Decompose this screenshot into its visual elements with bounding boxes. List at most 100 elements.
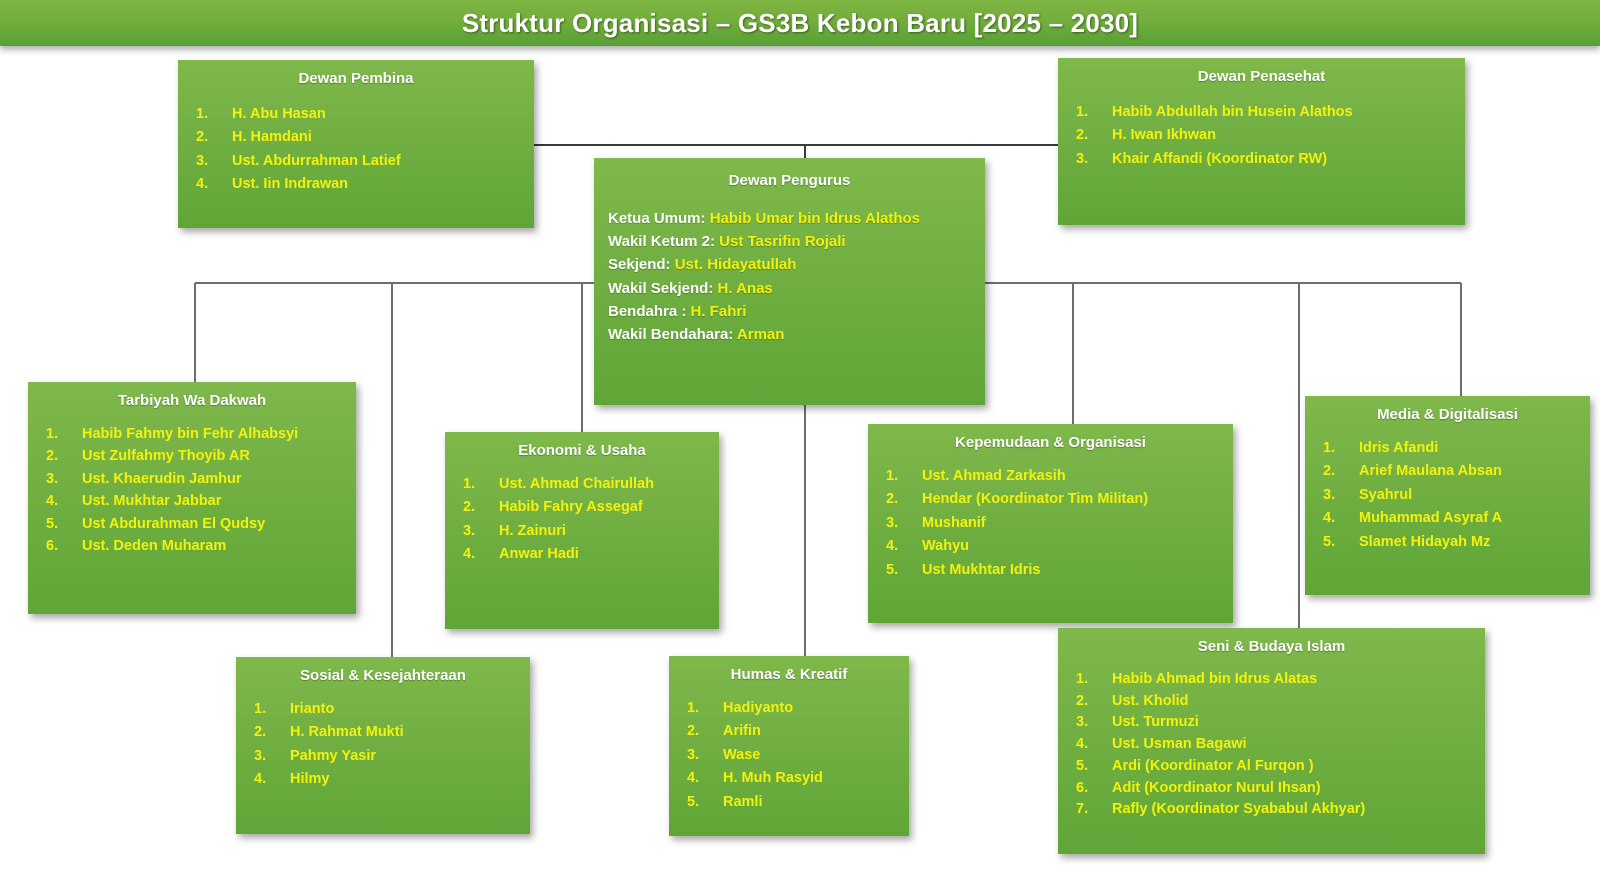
node-dewan-pengurus[interactable]: Dewan Pengurus Ketua Umum: Habib Umar bi… [594, 158, 985, 405]
member-item: 5.Ramli [687, 791, 895, 814]
member-name: Syahrul [1359, 486, 1413, 503]
role-item: Wakil Sekjend: H. Anas [608, 277, 971, 300]
member-item: 1.Idris Afandi [1323, 437, 1576, 460]
member-name: Anwar Hadi [499, 546, 579, 563]
role-holder-name: Habib Umar bin Idrus Alathos [709, 209, 920, 227]
member-name: Rafly (Koordinator Syababul Akhyar) [1112, 801, 1366, 818]
member-item: 1. Habib Abdullah bin Husein Alathos [1076, 101, 1451, 124]
member-item: 3.H. Zainuri [463, 520, 705, 543]
member-name: Pahmy Yasir [290, 747, 376, 764]
role-holder-name: H. Fahri [690, 302, 747, 320]
member-name: Habib Fahry Assegaf [499, 499, 643, 516]
member-index: 2. [886, 491, 899, 508]
member-name: Arief Maulana Absan [1359, 463, 1502, 480]
member-name: H. Hamdani [232, 129, 312, 146]
member-item: 5.Ardi (Koordinator Al Furqon ) [1076, 756, 1471, 778]
member-item: 3. Syahrul [1323, 484, 1576, 507]
member-item: 3. Pahmy Yasir [254, 745, 516, 768]
node-title: Humas & Kreatif [730, 666, 848, 683]
member-name: Hendar (Koordinator Tim Militan) [922, 491, 1149, 508]
member-name: Mushanif [922, 514, 986, 531]
member-index: 3. [1323, 486, 1336, 503]
role-label: Wakil Sekjend: [608, 279, 718, 297]
node-media-digitalisasi[interactable]: Media & Digitalisasi 1.Idris Afandi 2. Ari… [1305, 396, 1590, 595]
member-item: 6.Adit (Koordinator Nurul Ihsan) [1076, 778, 1471, 800]
member-item: 3.Ust. Turmuzi [1076, 712, 1471, 734]
role-label: Ketua Umum: [608, 209, 710, 227]
node-title: Kepemudaan & Organisasi [955, 434, 1146, 451]
member-item: 2. Ust Zulfahmy Thoyib AR [46, 445, 342, 467]
member-index: 3. [463, 522, 476, 539]
role-holder-name: Ust Tasrifin Rojali [719, 233, 846, 250]
member-index: 4. [254, 771, 267, 788]
member-item: 7.Rafly (Koordinator Syababul Akhyar) [1076, 799, 1471, 821]
member-index: 3. [886, 514, 899, 531]
member-list: 1. Habib Abdullah bin Husein Alathos 2.H. … [1072, 101, 1451, 171]
node-kepemudaan-organisasi[interactable]: Kepemudaan & Organisasi 1.Ust. Ahmad Zar… [868, 424, 1233, 623]
member-name: Habib Abdullah bin Husein Alathos [1112, 103, 1353, 120]
role-item: Wakil Ketum 2: Ust Tasrifin Rojali [608, 230, 971, 253]
member-name: Irianto [290, 700, 335, 717]
member-name: Ust. Ahmad Chairullah [499, 475, 654, 492]
member-index: 2. [463, 499, 476, 516]
member-index: 1. [1323, 439, 1336, 456]
member-index: 1. [1076, 670, 1089, 687]
member-index: 3. [46, 470, 59, 487]
node-title: Tarbiyah Wa Dakwah [117, 392, 267, 409]
member-index: 4. [1076, 736, 1089, 752]
member-index: 4. [463, 546, 476, 563]
member-item: 3. Mushanif [886, 512, 1219, 535]
member-index: 5. [886, 561, 899, 578]
role-item: Ketua Umum: Habib Umar bin Idrus Alathos [608, 207, 971, 230]
node-tarbiyah-wa-dakwah[interactable]: Tarbiyah Wa Dakwah 1.Habib Fahmy bin Feh… [28, 382, 356, 614]
member-name: Wahyu [922, 538, 969, 555]
member-item: 1.Habib Fahmy bin Fehr Alhabsyi [46, 423, 342, 445]
member-item: 4.Hilmy [254, 768, 516, 791]
member-name: H. Iwan Ikhwan [1112, 127, 1216, 144]
member-index: 5. [1076, 757, 1089, 774]
member-name: Wase [723, 746, 761, 763]
member-index: 2. [1323, 463, 1336, 480]
member-name: Ust Zulfahmy Thoyib AR [82, 448, 250, 465]
member-name: Ramli [723, 793, 763, 810]
role-holder-name: Arman [736, 326, 785, 343]
member-index: 1. [463, 475, 476, 492]
member-index: 6. [1076, 779, 1089, 796]
node-dewan-penasehat[interactable]: Dewan Penasehat 1.Habib Abdullah bin Hus… [1058, 58, 1465, 225]
member-item: 2.H. Hamdani [196, 126, 520, 149]
member-item: 3.Ust. Abdurrahman Latief [196, 150, 520, 173]
member-item: 2.H. Iwan Ikhwan [1076, 124, 1451, 147]
node-title: Media & Digitalisasi [1377, 406, 1518, 423]
member-item: 1.H. Abu Hasan [196, 103, 520, 126]
member-index: 2. [46, 448, 59, 465]
member-name: Slamet Hidayah Mz [1359, 533, 1491, 550]
member-index: 6. [46, 538, 59, 555]
member-item: 3.Ust. Khaerudin Jamhur [46, 468, 342, 490]
member-name: Ust. Deden Muharam [82, 538, 227, 555]
role-label: Sekjend: [608, 256, 675, 274]
member-item: 4.Ust. Iin Indrawan [196, 173, 520, 196]
member-index: 4. [687, 770, 700, 787]
member-index: 3. [254, 747, 267, 764]
member-item: 1.Irianto [254, 698, 516, 721]
node-title: Sosial & Kesejahteraan [300, 667, 466, 684]
node-seni-budaya-islam[interactable]: Seni & Budaya Islam 1.Habib Ahmad bin Id… [1058, 628, 1485, 854]
member-index: 3. [1076, 150, 1089, 167]
member-item: 1.Ust. Ahmad Zarkasih [886, 465, 1219, 488]
member-name: Khair Affandi (Koordinator RW) [1112, 150, 1328, 167]
member-index: 1. [886, 467, 899, 484]
member-index: 2. [1076, 692, 1089, 709]
member-index: 4. [1323, 510, 1336, 527]
role-label: Wakil Ketum 2: [608, 233, 720, 250]
member-item: 1. Ust. Ahmad Chairullah [463, 473, 705, 496]
member-index: 1. [1076, 103, 1089, 120]
